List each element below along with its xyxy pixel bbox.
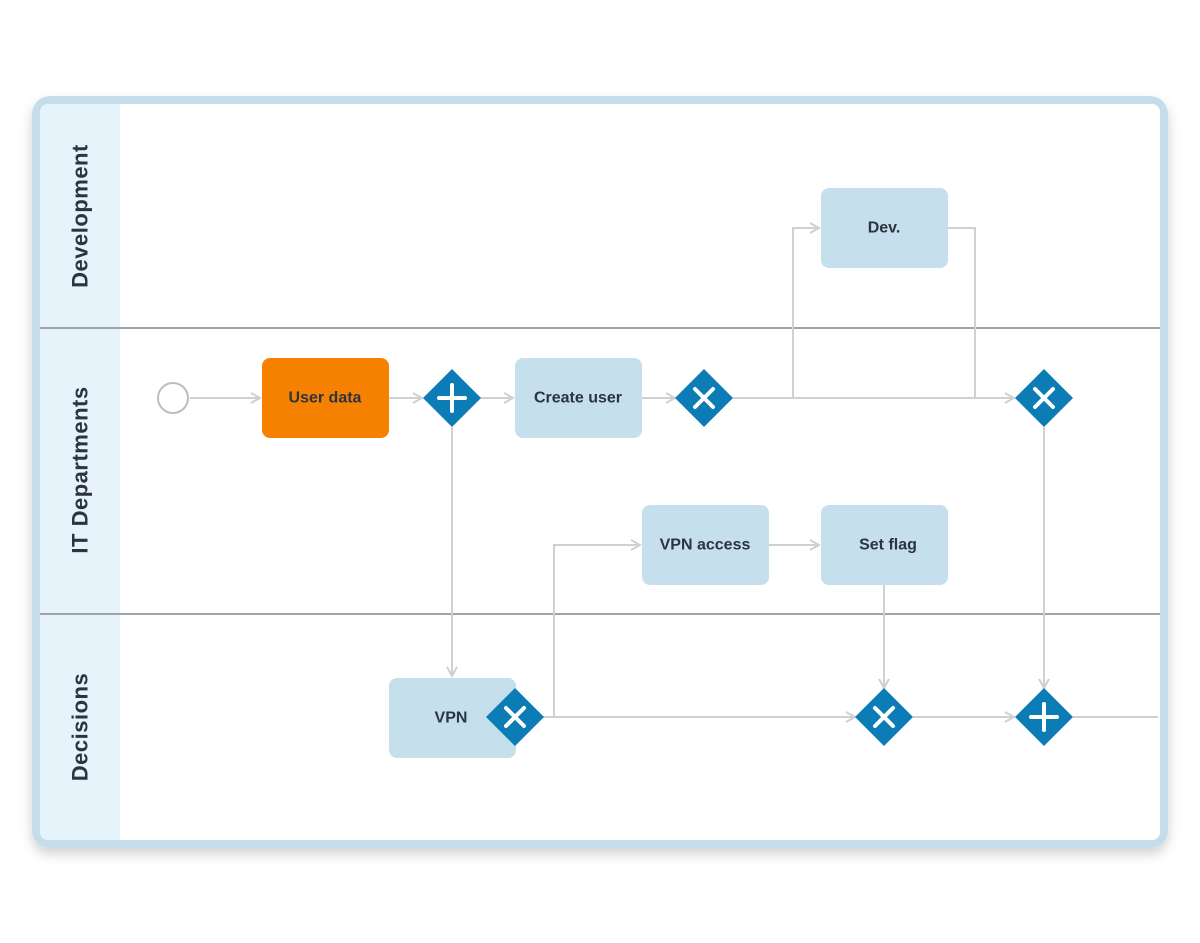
task-label: VPN bbox=[435, 710, 468, 727]
lane-label-development: Development bbox=[68, 144, 93, 288]
plus-icon bbox=[437, 383, 467, 413]
task-label: User data bbox=[289, 390, 362, 407]
gateway-exclusive-merge-bottom[interactable] bbox=[855, 688, 913, 746]
gateway-parallel-join[interactable] bbox=[1015, 688, 1073, 746]
x-icon bbox=[693, 387, 715, 409]
plus-icon bbox=[1029, 702, 1059, 732]
lane-header-column-fill bbox=[100, 104, 120, 840]
task-label: Dev. bbox=[868, 220, 901, 237]
gateway-parallel-split[interactable] bbox=[423, 369, 481, 427]
x-icon bbox=[1033, 387, 1055, 409]
pool-inner bbox=[40, 104, 1160, 840]
task-label: VPN access bbox=[660, 537, 751, 554]
flow-exclusive-vpn-to-vpn-access bbox=[553, 545, 640, 717]
task-vpn[interactable]: VPN bbox=[389, 678, 516, 758]
flow-exclusive-to-dev bbox=[792, 228, 819, 398]
flow-dev-to-merge-top bbox=[948, 227, 976, 398]
task-vpn-access[interactable]: VPN access bbox=[642, 505, 769, 585]
gateway-exclusive-merge-top[interactable] bbox=[1015, 369, 1073, 427]
start-event[interactable] bbox=[157, 382, 189, 414]
x-icon bbox=[504, 706, 526, 728]
lane-label-it-departments: IT Departments bbox=[68, 386, 93, 553]
gateway-exclusive-after-create[interactable] bbox=[675, 369, 733, 427]
task-label: Create user bbox=[534, 390, 622, 407]
task-dev[interactable]: Dev. bbox=[821, 188, 948, 268]
task-set-flag[interactable]: Set flag bbox=[821, 505, 948, 585]
x-icon bbox=[873, 706, 895, 728]
sequence-flows bbox=[190, 228, 1158, 717]
lane-label-decisions: Decisions bbox=[68, 673, 93, 781]
task-create-user[interactable]: Create user bbox=[515, 358, 642, 438]
task-user-data[interactable]: User data bbox=[262, 358, 389, 438]
task-label: Set flag bbox=[859, 537, 917, 554]
gateway-exclusive-vpn[interactable] bbox=[486, 688, 544, 746]
